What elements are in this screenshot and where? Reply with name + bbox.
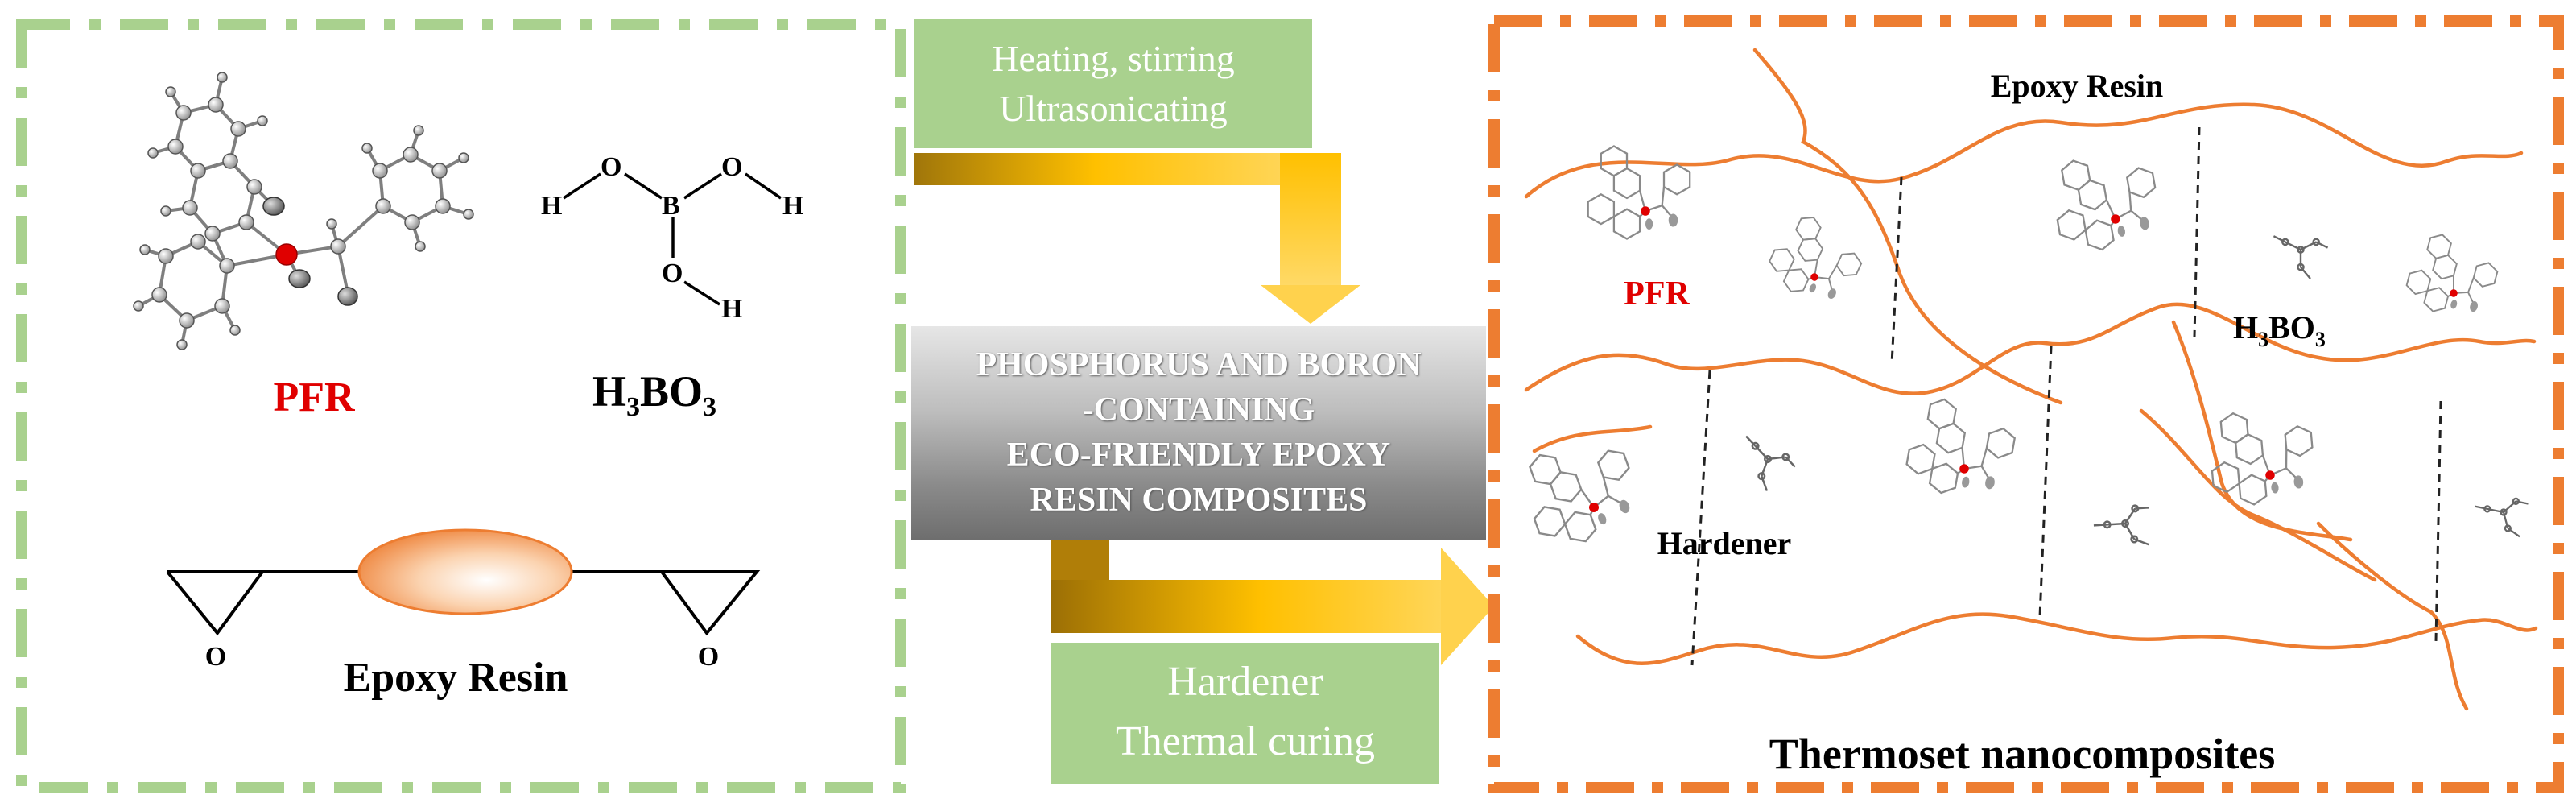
core-line1: PHOSPHORUS AND BORON <box>976 346 1422 383</box>
core-composite-box: PHOSPHORUS AND BORON -CONTAINING ECO-FRI… <box>911 326 1486 540</box>
epoxy-resin-label-right: Epoxy Resin <box>1991 68 2164 104</box>
right-panel-title: Thermoset nanocomposites <box>1769 730 2275 778</box>
boric-h-right: H <box>782 191 803 221</box>
process-arrow-bottom <box>1051 532 1494 665</box>
right-panel-border <box>1488 15 2564 793</box>
step-heating-box: Heating, stirring Ultrasonicating <box>914 19 1312 148</box>
epoxy-resin-label-left: Epoxy Resin <box>344 655 568 701</box>
epoxy-resin-scheme-icon: O O <box>166 528 761 672</box>
boric-b-center: B <box>662 191 680 221</box>
step-hardener-line2: Thermal curing <box>1116 718 1375 764</box>
cross-links <box>1690 126 2442 666</box>
core-line4: RESIN COMPOSITES <box>1030 482 1368 519</box>
core-line3: ECO-FRIENDLY EPOXY <box>1006 437 1391 474</box>
boric-acid-structure: H O B O H O H <box>541 152 803 324</box>
boric-o-bottom: O <box>662 259 683 288</box>
step-heating-line1: Heating, stirring <box>992 38 1235 79</box>
core-line2: -CONTAINING <box>1082 391 1315 428</box>
boric-h-bottom: H <box>721 294 742 324</box>
epoxy-ring-o-left: O <box>205 642 226 672</box>
step-heating-line2: Ultrasonicating <box>999 88 1228 129</box>
epoxy-ring-o-right: O <box>698 642 719 672</box>
h3bo3-label-left: H3BO3 <box>592 367 716 422</box>
step-hardener-box: Hardener Thermal curing <box>1051 643 1439 784</box>
boric-h-left: H <box>541 191 562 221</box>
h3bo3-label-right: H3BO3 <box>2233 309 2326 351</box>
boric-o-right: O <box>721 152 742 182</box>
process-arrow-top <box>914 153 1360 324</box>
pfr-label-left: PFR <box>273 375 356 420</box>
left-panel-border <box>16 19 906 793</box>
pfr-label-right: PFR <box>1624 275 1690 312</box>
hardener-label-right: Hardener <box>1657 525 1792 561</box>
pfr-molecule-3d-icon <box>133 72 474 350</box>
boric-o-left: O <box>601 152 621 182</box>
step-hardener-line1: Hardener <box>1167 659 1323 705</box>
epoxy-network-chains <box>1524 48 2538 711</box>
boric-acid-molecules-network <box>1730 235 2537 565</box>
